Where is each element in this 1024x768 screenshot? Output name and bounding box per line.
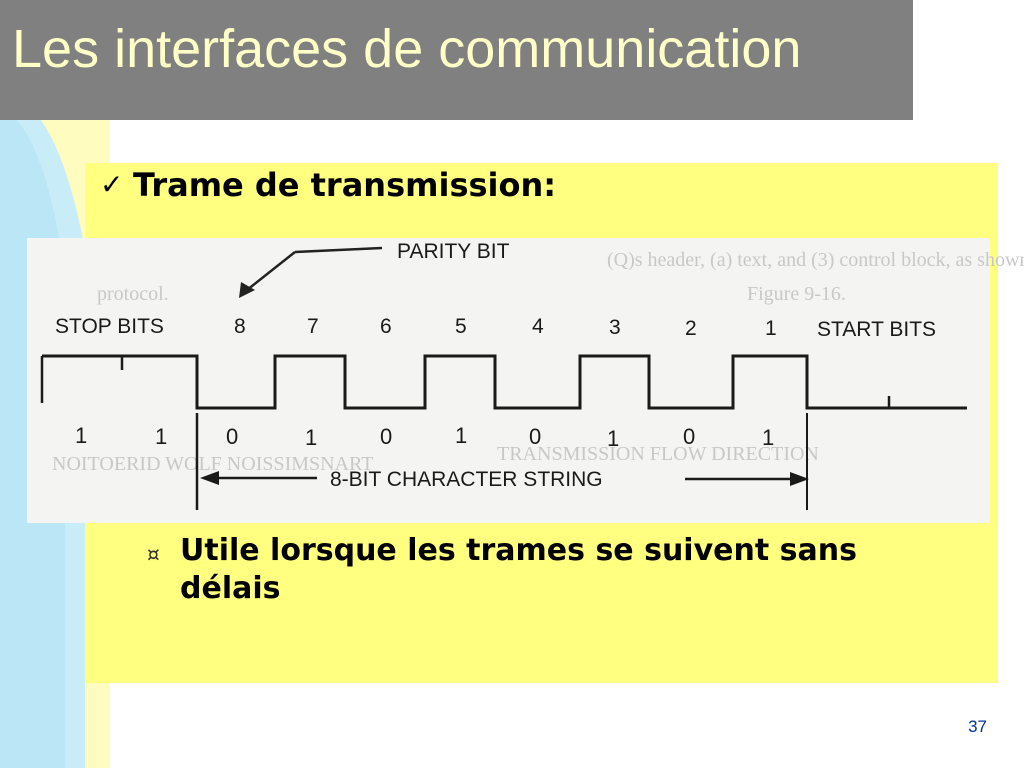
- bit-value: 1: [75, 423, 87, 448]
- frame-diagram-svg: (Q)s header, (a) text, and (3) control b…: [40, 240, 1024, 510]
- bit-position: 6: [380, 315, 392, 338]
- title-bar: Les interfaces de communication: [0, 0, 913, 120]
- bullet-text: Utile lorsque les trames se suivent sans…: [180, 533, 857, 606]
- bit-value: 1: [762, 425, 774, 450]
- bit-value: 1: [305, 425, 317, 450]
- start-bits-label: START BITS: [817, 318, 936, 341]
- bit-value: 1: [155, 424, 167, 449]
- stop-bits-label: STOP BITS: [55, 315, 164, 338]
- bit-position: 3: [609, 316, 621, 339]
- string-arrow-left-head: [200, 471, 219, 485]
- bit-position: 7: [307, 315, 319, 338]
- section-heading: Trame de transmission:: [133, 166, 557, 204]
- bit-value: 0: [380, 424, 392, 449]
- string-arrow-right-head: [790, 472, 809, 486]
- bit-position: 4: [532, 315, 544, 338]
- parity-bit-arrowhead: [239, 282, 255, 298]
- background-text-mirror1: NOITOERID WOLF NOISSIMSNART: [52, 453, 373, 475]
- background-text-mirror2: TRANSMISSION FLOW DIRECTION: [497, 443, 819, 465]
- parity-bit-label: PARITY BIT: [397, 240, 510, 263]
- parity-bit-leader: [294, 246, 383, 254]
- background-text-line2: protocol.: [97, 283, 169, 305]
- parity-bit-arrow-line: [246, 251, 296, 291]
- frame-diagram: (Q)s header, (a) text, and (3) control b…: [27, 238, 1024, 523]
- background-text-line1: (Q)s header, (a) text, and (3) control b…: [607, 249, 1024, 271]
- bit-position: 5: [455, 315, 467, 338]
- bit-value: 0: [226, 424, 238, 449]
- slide-title: Les interfaces de communication: [12, 19, 802, 79]
- bit-position: 2: [685, 317, 697, 340]
- bit-position: 8: [234, 315, 246, 338]
- bit-value: 1: [607, 426, 619, 451]
- checkmark-icon: ✓: [100, 168, 124, 201]
- bullet-icon: ¤: [147, 542, 160, 566]
- bit-value: 0: [683, 424, 695, 449]
- signal-waveform: [42, 354, 967, 410]
- bit-position: 1: [765, 317, 777, 340]
- page-number: 37: [968, 717, 987, 736]
- character-string-label: 8-BIT CHARACTER STRING: [330, 468, 603, 491]
- bit-value: 0: [529, 424, 541, 449]
- background-text-line3: Figure 9-16.: [747, 283, 846, 305]
- bit-value: 1: [455, 423, 467, 448]
